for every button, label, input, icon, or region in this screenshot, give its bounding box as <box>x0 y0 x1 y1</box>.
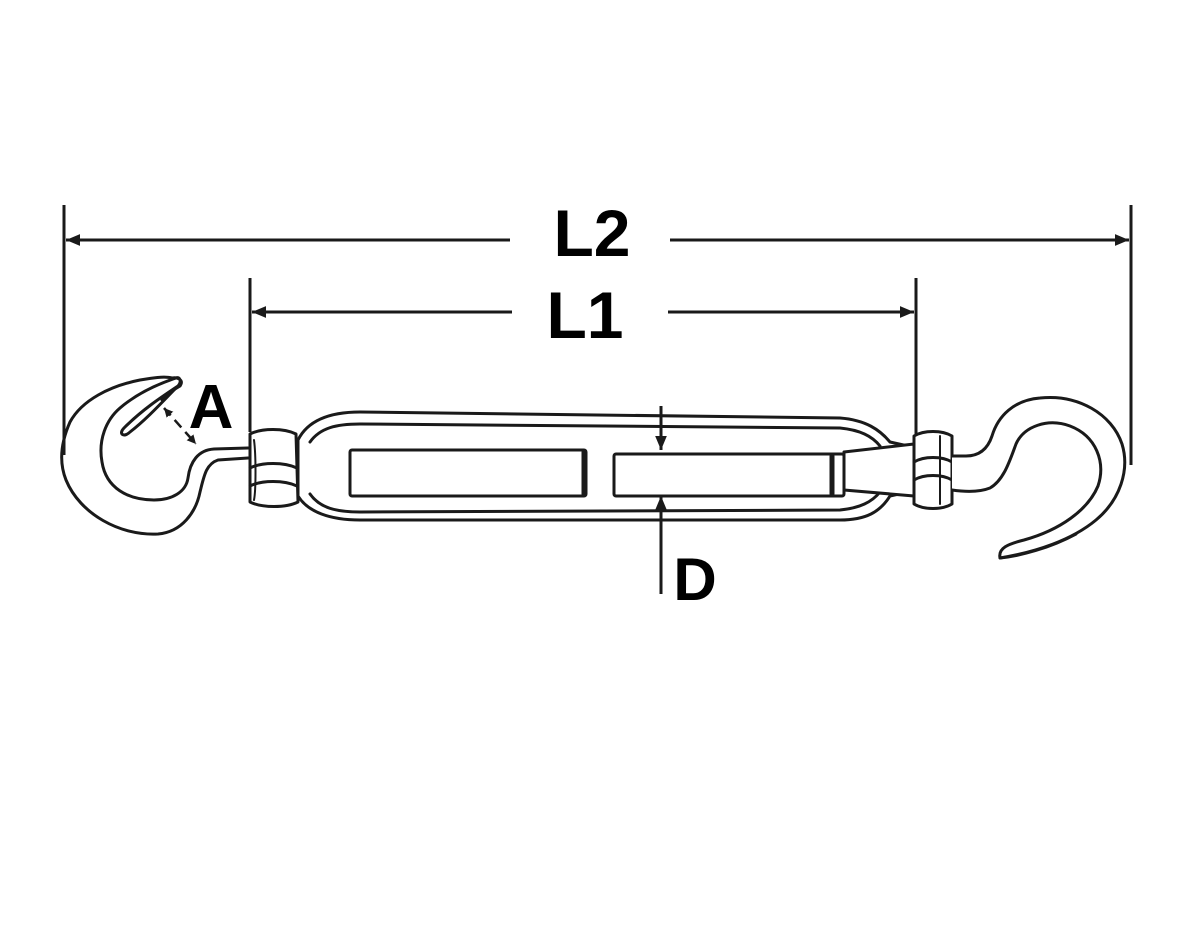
d-label: D <box>673 546 716 613</box>
a-arrow <box>163 407 197 445</box>
a-label: A <box>189 373 234 442</box>
l2-label: L2 <box>553 196 630 270</box>
turnbuckle-body <box>296 410 910 522</box>
a-dimension: A <box>163 373 234 445</box>
left-hook <box>60 375 250 536</box>
l2-dimension: L2 <box>62 196 1133 465</box>
l1-dimension: L1 <box>248 278 918 440</box>
d-dimension: D <box>655 406 717 613</box>
l1-label: L1 <box>546 278 623 352</box>
right-hook <box>950 395 1127 560</box>
left-nut <box>248 428 300 508</box>
turnbuckle <box>60 375 1127 560</box>
right-rod <box>842 442 916 498</box>
right-nut <box>912 430 954 510</box>
